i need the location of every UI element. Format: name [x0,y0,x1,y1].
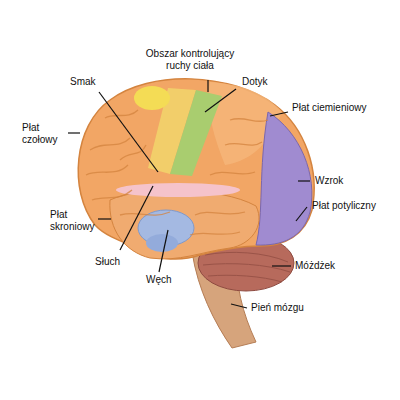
function-label: Wzrok [315,175,343,187]
function-label: Smak [70,76,96,88]
lobe-label: Płat potyliczny [312,200,376,212]
lobe-label: Płat skroniowy [50,209,104,233]
lobe-label: Płat czołowy [22,122,66,146]
function-label: Węch [146,274,172,286]
gyri [86,110,268,235]
region-label: Obszar kontrolujący ruchy ciała [138,48,242,72]
hearing-area [116,183,240,197]
cerebrum [78,79,314,259]
structure-label: Pień mózgu [251,302,304,314]
touch-area [170,90,222,176]
structure-label: Móżdżek [295,260,335,272]
function-label: Słuch [95,256,120,268]
temporal-lobe [110,190,259,259]
occipital-lobe [256,112,312,245]
lobe-label: Płat ciemieniowy [292,102,366,114]
function-label: Dotyk [242,76,268,88]
smell-area-inner [146,234,178,252]
leader-lines [68,80,310,308]
cerebellum-folds [203,252,290,282]
motor-highlight [134,86,170,110]
